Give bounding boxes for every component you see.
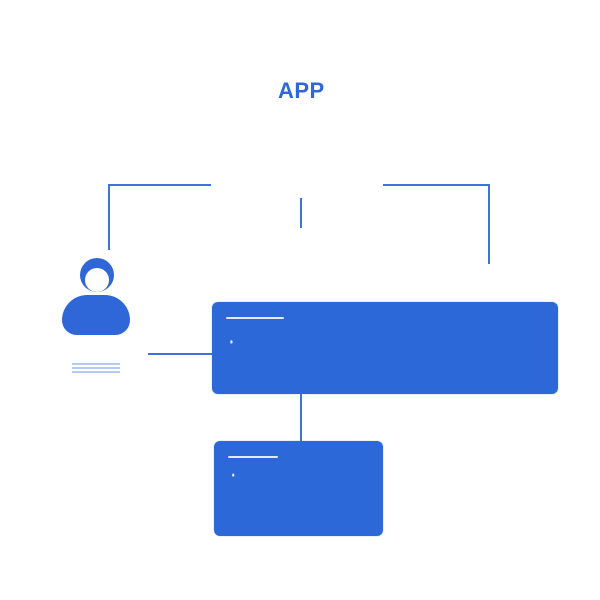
main-panel-header-line bbox=[226, 317, 284, 319]
main-panel bbox=[212, 302, 558, 394]
user-label-line-1 bbox=[72, 363, 120, 365]
top-left-horizontal-line bbox=[108, 184, 211, 186]
secondary-panel-header-line bbox=[228, 456, 278, 458]
top-center-vertical-line bbox=[300, 198, 302, 228]
right-vertical-line bbox=[488, 184, 490, 264]
user-label bbox=[72, 354, 120, 384]
top-right-horizontal-line bbox=[383, 184, 490, 186]
left-vertical-line bbox=[108, 184, 110, 250]
main-panel-list bbox=[230, 336, 548, 348]
user-head-icon bbox=[80, 258, 114, 292]
user-label-line-2 bbox=[72, 367, 120, 369]
user-node bbox=[62, 256, 132, 386]
secondary-panel bbox=[214, 441, 383, 536]
panel-to-panel-line bbox=[300, 394, 302, 441]
secondary-panel-list bbox=[232, 471, 377, 482]
user-to-panel-line bbox=[148, 353, 212, 355]
user-label-line-3 bbox=[72, 371, 120, 373]
user-body-icon bbox=[62, 295, 130, 335]
diagram-title: APP bbox=[278, 78, 325, 103]
